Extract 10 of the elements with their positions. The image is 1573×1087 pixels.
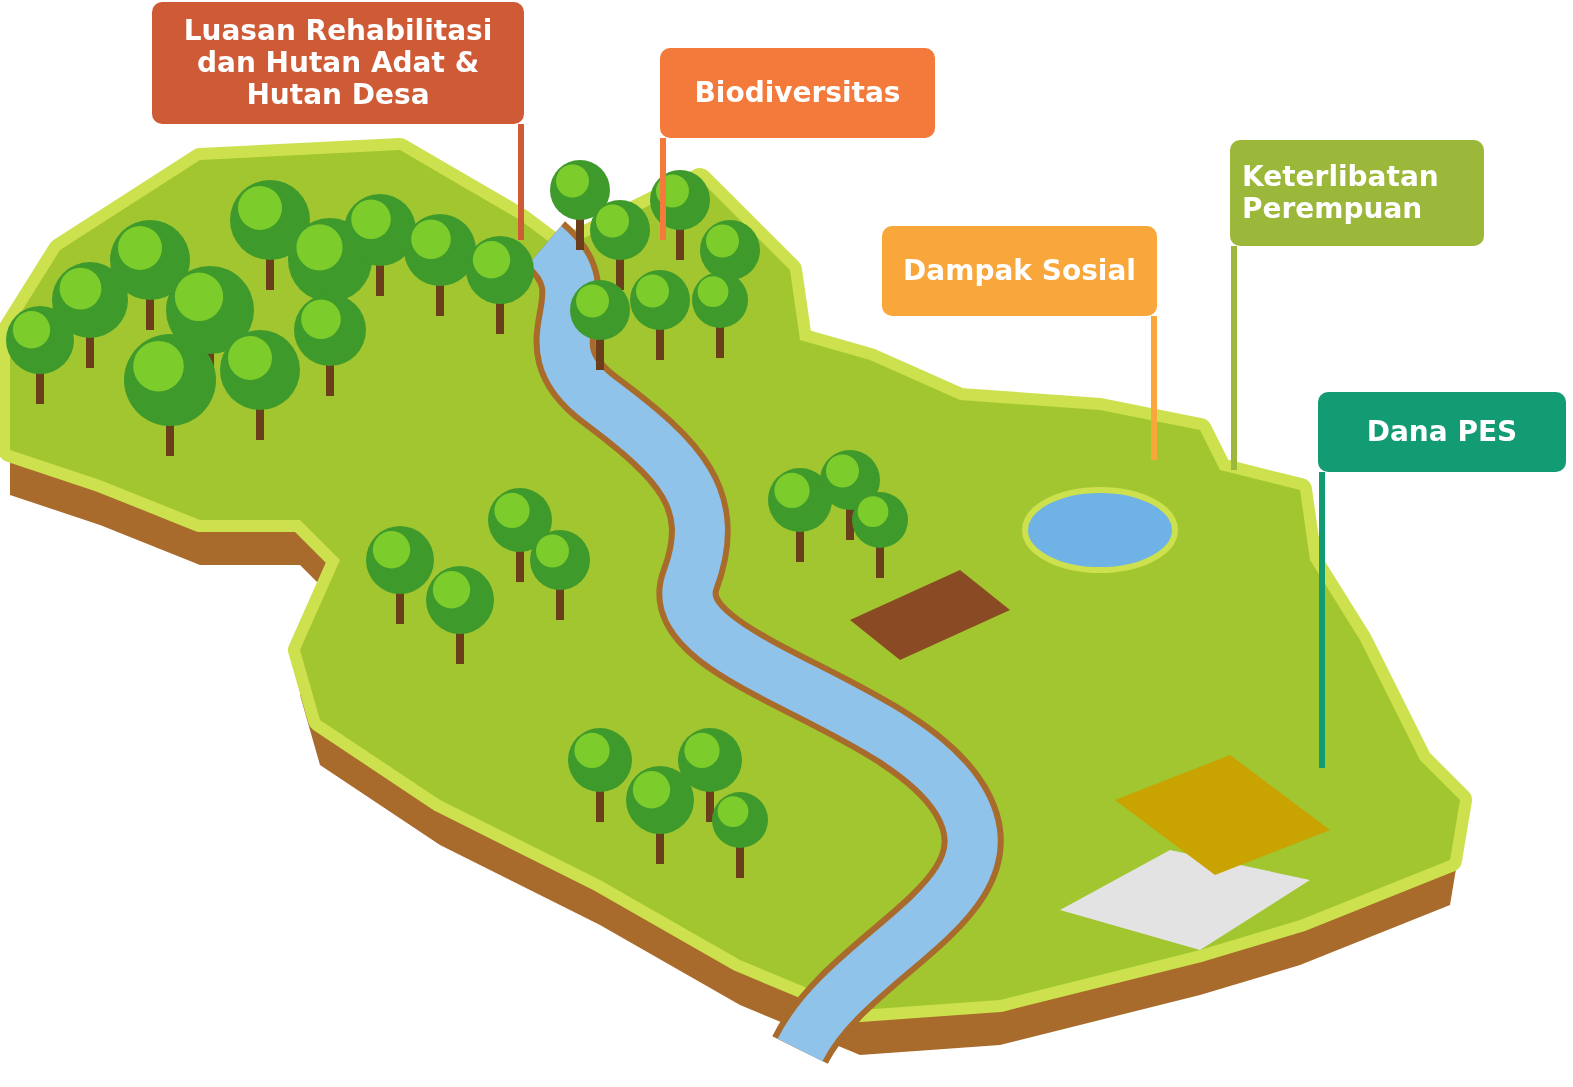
leader-line — [660, 138, 666, 240]
leader-line — [1231, 246, 1237, 470]
callout-flag: Luasan Rehabilitasi dan Hutan Adat & Hutan Desa — [152, 2, 524, 124]
leader-line — [1151, 316, 1157, 460]
callout-flag: Dana PES — [1318, 392, 1566, 472]
callout-flag: Dampak Sosial — [882, 226, 1157, 316]
callout-flag: Keterlibatan Perempuan — [1230, 140, 1484, 246]
leader-line — [518, 124, 524, 240]
leader-line — [1319, 472, 1325, 768]
callout-flag: Biodiversitas — [660, 48, 935, 138]
